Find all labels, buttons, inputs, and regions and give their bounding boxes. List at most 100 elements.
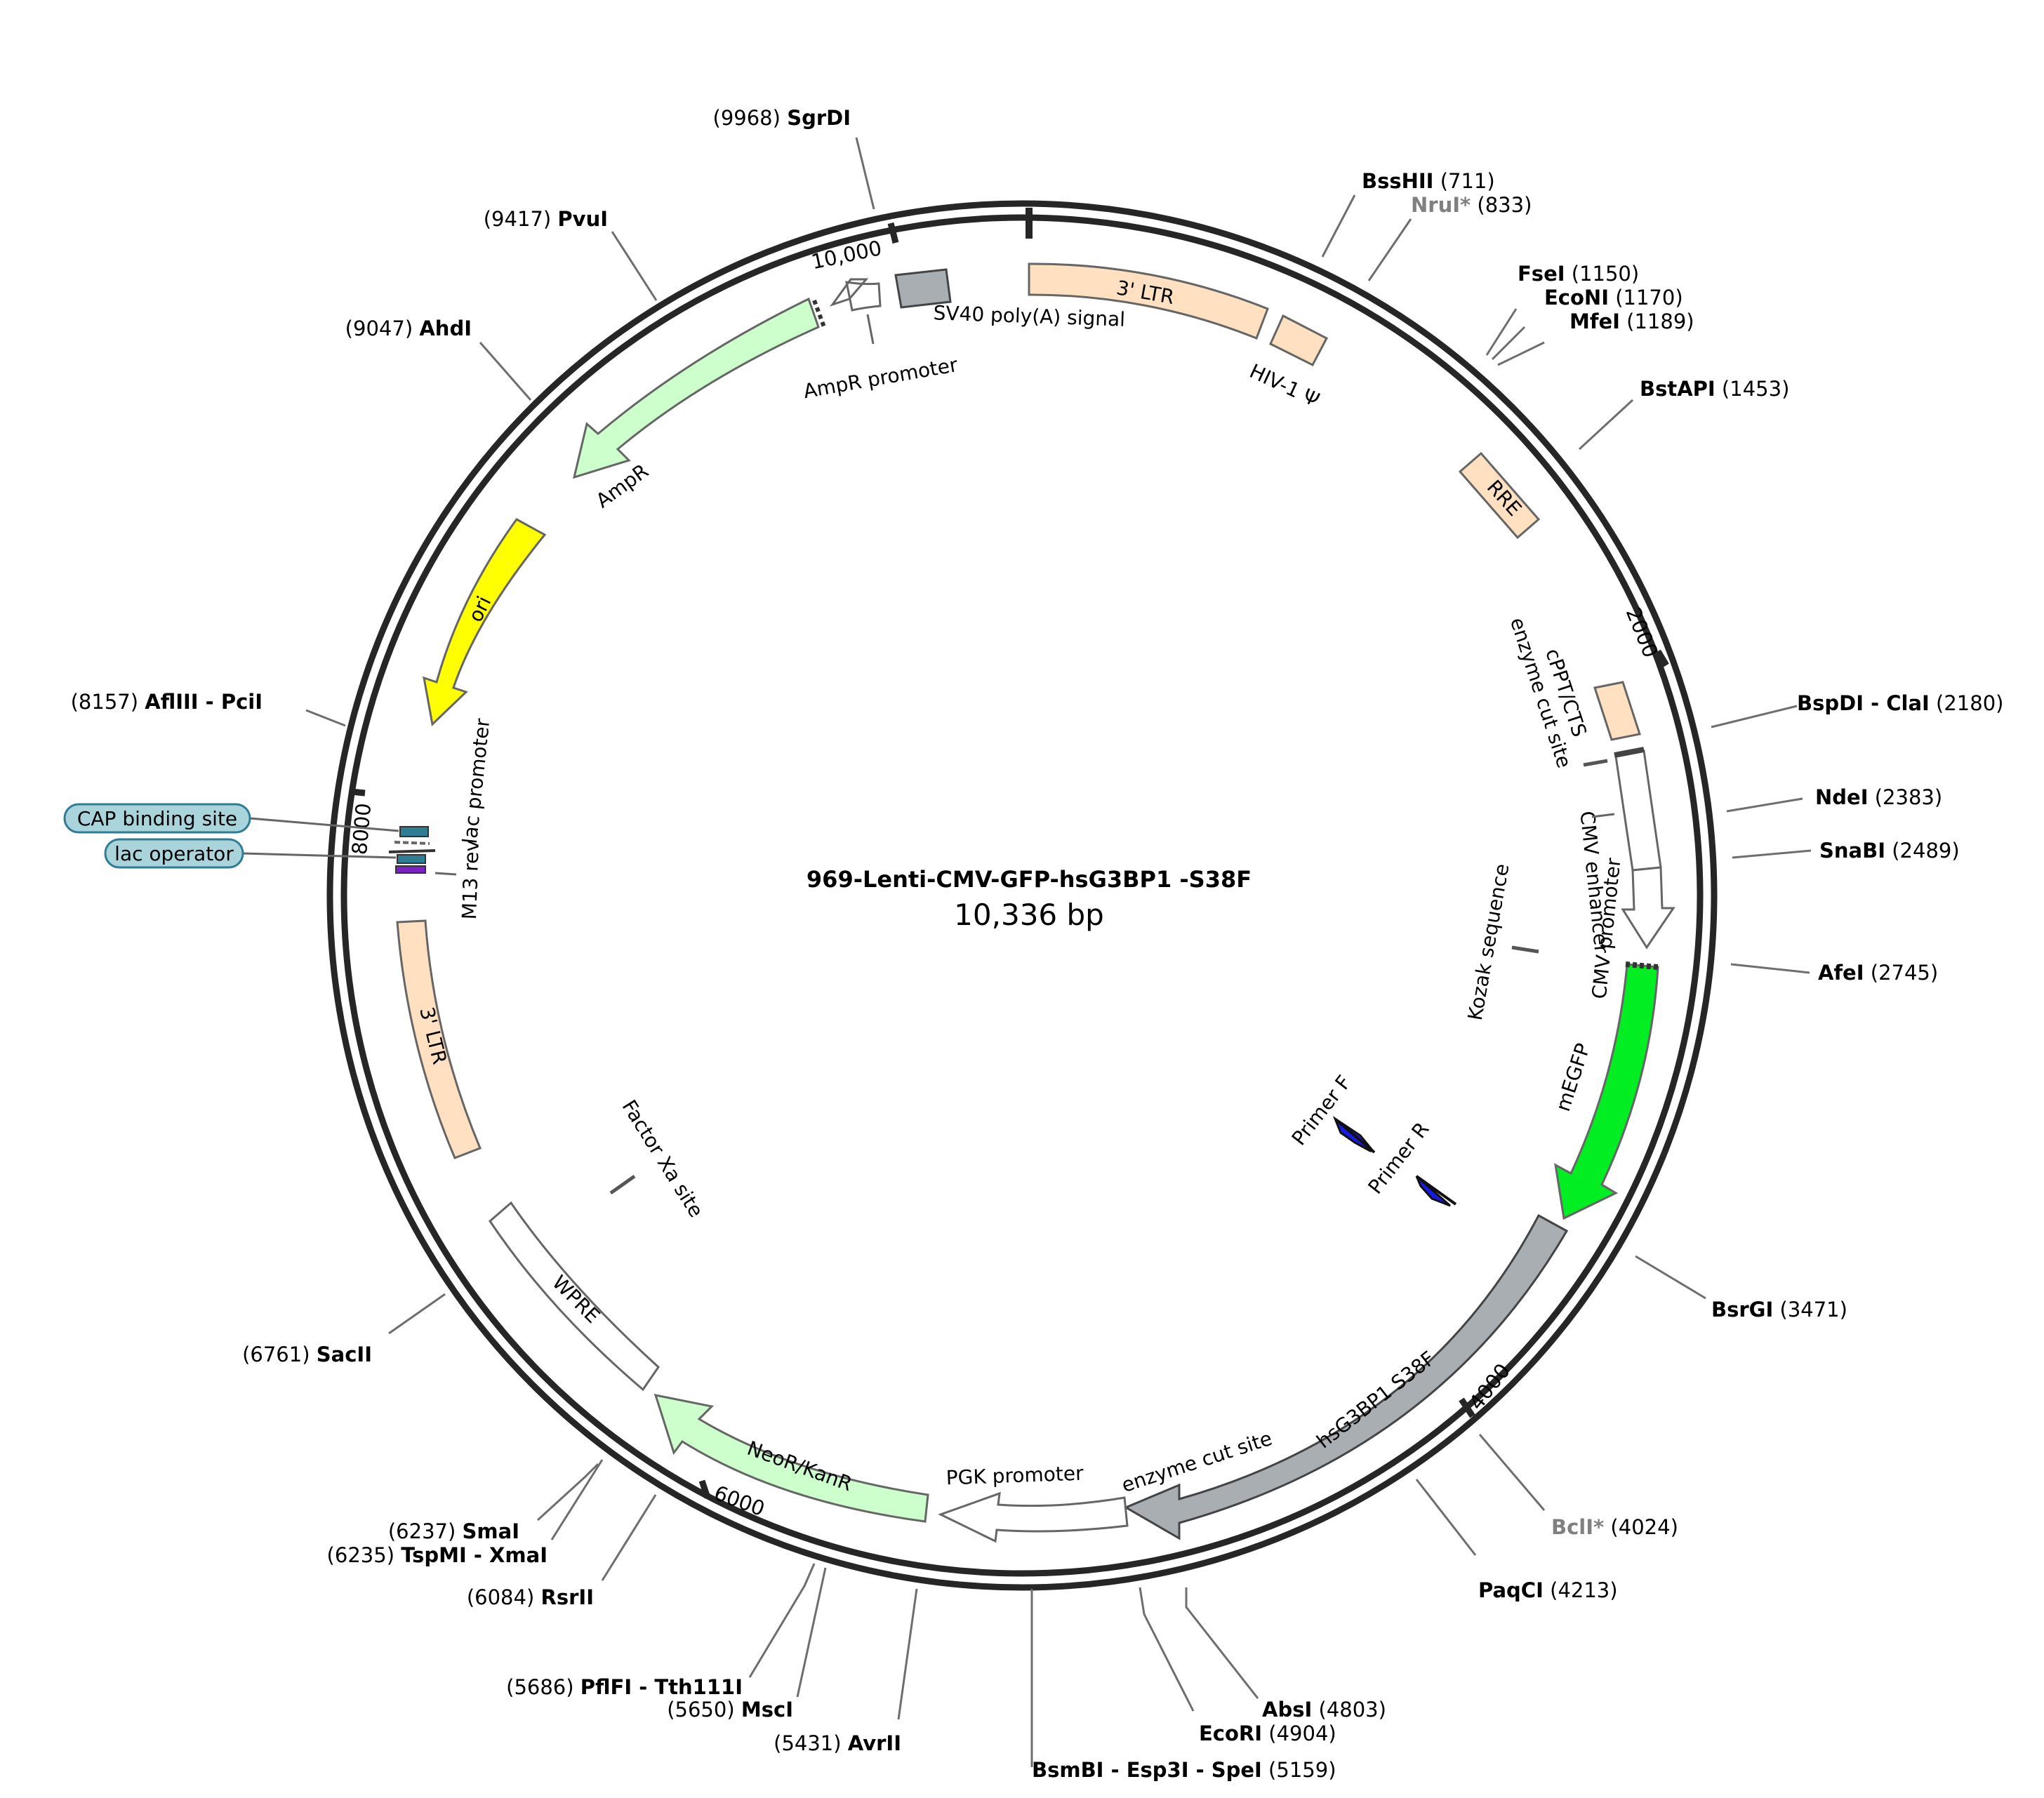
site-pos-ndei: (2383) — [1869, 785, 1943, 809]
site-name-sgrdi: SgrDI — [787, 106, 851, 130]
site-name-msci: MscI — [741, 1698, 793, 1722]
feature-kozak — [1511, 945, 1539, 954]
site-pos-pflfi-tth111i: (5686) — [506, 1675, 580, 1699]
feature-primer-f-line — [1335, 1119, 1376, 1154]
site-pos-avrii: (5431) — [774, 1731, 848, 1755]
feature-primer-r-line — [1415, 1175, 1457, 1206]
site-pos-rsrii: (6084) — [467, 1585, 541, 1609]
site-labels: (9968) SgrDI (9417) PvuI (9047) AhdI (81… — [71, 106, 2004, 1782]
feature-hiv1-psi — [1269, 314, 1329, 366]
feature-label-lac-promoter: lac promoter — [458, 717, 495, 845]
feature-sv40-polya — [894, 268, 952, 309]
feature-label-primer-f: Primer F — [1287, 1071, 1356, 1150]
feature-factor-xa — [609, 1174, 636, 1195]
site-sgrdi: (9968) SgrDI — [713, 106, 851, 130]
feature-lac-leader — [434, 872, 457, 876]
feature-pgk-promoter — [938, 1491, 1129, 1543]
feature-megfp-edge — [1625, 961, 1659, 970]
site-pos-ecori: (4904) — [1262, 1722, 1336, 1745]
site-pos-bsmbi-esp3i-spei: (5159) — [1262, 1758, 1336, 1782]
site-name-bsshii: BssHII — [1362, 169, 1433, 193]
lac-cluster — [388, 826, 457, 876]
site-pflfi-tth111i: (5686) PflFI - Tth111I — [506, 1675, 743, 1699]
pill-lac-operator — [104, 838, 244, 869]
site-afei: AfeI (2745) — [1818, 961, 1938, 985]
feature-3ltr-top — [1028, 262, 1269, 340]
site-pos-nrui: (833) — [1471, 193, 1532, 217]
backbone-inner-ring — [340, 214, 1704, 1577]
site-pos-bsshii: (711) — [1433, 169, 1494, 193]
site-pos-sacii: (6761) — [242, 1343, 317, 1366]
tick-10000 — [887, 222, 899, 244]
site-pos-paqci: (4213) — [1544, 1578, 1618, 1602]
site-ecori: EcoRI (4904) — [1199, 1722, 1336, 1745]
site-pos-bsrgi: (3471) — [1773, 1298, 1847, 1321]
callout-cap-binding-site: CAP binding site — [63, 803, 399, 834]
feature-cmv-promoter — [1621, 866, 1675, 950]
feature-ampr-promoter-leader — [866, 314, 875, 345]
site-pos-fsei: (1150) — [1565, 262, 1640, 286]
backbone — [326, 200, 1718, 1591]
site-bstapi: BstAPI (1453) — [1640, 377, 1789, 401]
site-pos-smai: (6237) — [388, 1519, 463, 1543]
feature-m13-line — [388, 849, 436, 853]
site-afliii-pcii: (8157) AflIII - PciI — [71, 690, 263, 714]
site-pos-afei: (2745) — [1864, 961, 1939, 985]
feature-lac-operator — [397, 854, 426, 864]
site-name-bcli: BclI* — [1551, 1515, 1604, 1539]
plasmid-size: 10,336 bp — [954, 898, 1104, 932]
site-pos-snabi: (2489) — [1885, 839, 1960, 863]
site-pos-afliii-pcii: (8157) — [71, 690, 145, 714]
site-name-avrii: AvrII — [848, 1731, 901, 1755]
site-leaders — [305, 137, 1812, 1767]
feature-ori — [423, 518, 547, 727]
feature-megfp — [1554, 963, 1659, 1220]
site-name-fsei: FseI — [1518, 262, 1565, 286]
features: 3' LTR HIV-1 Ψ RRE cPPT/CTS enzyme cut s… — [388, 262, 1675, 1543]
feature-hsg3bp1 — [1123, 1213, 1569, 1540]
site-pos-pvui: (9417) — [484, 207, 558, 231]
tick-2000 — [1655, 649, 1669, 667]
tick-8000 — [350, 788, 366, 797]
site-pos-absi: (4803) — [1312, 1698, 1386, 1722]
site-snabi: SnaBI (2489) — [1819, 839, 1960, 863]
site-bsrgi: BsrGI (3471) — [1711, 1298, 1847, 1321]
site-msci: (5650) MscI — [667, 1698, 793, 1722]
site-absi: AbsI (4803) — [1262, 1698, 1386, 1722]
site-pos-bstapi: (1453) — [1715, 377, 1790, 401]
feature-label-pgk-promoter: PGK promoter — [945, 1462, 1084, 1490]
feature-m13-rev — [395, 865, 426, 874]
site-name-afliii-pcii: AflIII - PciI — [145, 690, 263, 714]
feature-enzyme-cut-site-1 — [1583, 759, 1608, 767]
feature-label-hiv1-psi: HIV-1 Ψ — [1246, 359, 1323, 412]
site-name-smai: SmaI — [463, 1519, 519, 1543]
site-ndei: NdeI (2383) — [1815, 785, 1942, 809]
site-smai: (6237) SmaI — [388, 1519, 519, 1543]
site-pos-econi: (1170) — [1609, 286, 1683, 309]
site-bspdi-clai: BspDI - ClaI (2180) — [1797, 691, 2004, 715]
pill-cap-binding-site — [63, 803, 251, 834]
feature-cap-binding-site — [399, 826, 429, 837]
site-name-sacii: SacII — [317, 1343, 372, 1366]
site-pos-msci: (5650) — [667, 1698, 741, 1722]
feature-label-ampr-promoter: AmpR promoter — [802, 353, 960, 403]
site-bcli: BclI* (4024) — [1551, 1515, 1678, 1539]
feature-lac-promoter — [394, 841, 430, 845]
site-name-rsrii: RsrII — [541, 1585, 594, 1609]
feature-label-sv40-polya: SV40 poly(A) signal — [933, 301, 1125, 331]
feature-cmv-enhancer-edge — [1614, 747, 1645, 758]
site-name-bspdi-clai: BspDI - ClaI — [1797, 691, 1930, 715]
site-pos-bcli: (4024) — [1604, 1515, 1678, 1539]
feature-label-megfp: mEGFP — [1551, 1041, 1595, 1114]
site-nrui: NruI* (833) — [1411, 193, 1532, 217]
feature-label-m13-rev: M13 rev — [458, 839, 484, 919]
site-bsmbi-esp3i-spei: BsmBI - Esp3I - SpeI (5159) — [1032, 1758, 1336, 1782]
site-pos-bspdi-clai: (2180) — [1930, 691, 2004, 715]
site-sacii: (6761) SacII — [242, 1343, 372, 1366]
site-name-snabi: SnaBI — [1819, 839, 1885, 863]
pill-label-lac-operator: lac operator — [114, 842, 234, 865]
site-name-pvui: PvuI — [557, 207, 608, 231]
site-bsshii: BssHII (711) — [1362, 169, 1495, 193]
site-name-ahdi: AhdI — [419, 317, 472, 340]
